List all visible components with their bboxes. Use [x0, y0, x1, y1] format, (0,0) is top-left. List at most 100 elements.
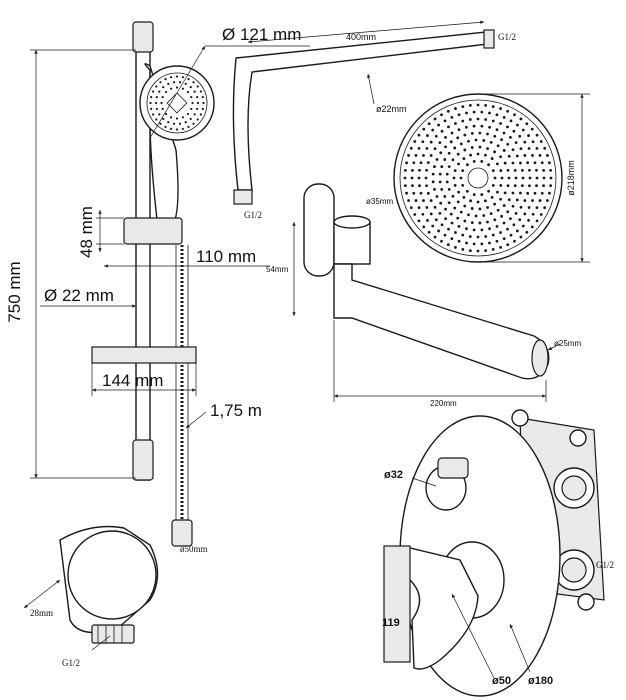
nozzle-dot — [201, 107, 204, 110]
nozzle-dot — [403, 176, 407, 180]
nozzle-dot — [523, 154, 527, 157]
nozzle-dot — [199, 90, 202, 93]
nozzle-dot — [484, 153, 487, 157]
nozzle-dot — [154, 101, 158, 105]
nozzle-dot — [506, 227, 509, 231]
nozzle-dot — [468, 235, 472, 238]
nozzle-dot — [506, 168, 510, 172]
nozzle-dot — [434, 218, 438, 222]
nozzle-dot — [160, 101, 163, 105]
nozzle-dot — [440, 187, 444, 191]
nozzle-dot — [465, 111, 468, 115]
nozzle-dot — [167, 82, 170, 85]
nozzle-dot — [451, 194, 455, 198]
nozzle-dot — [413, 213, 417, 216]
nozzle-dot — [450, 131, 454, 135]
nozzle-dot — [440, 113, 443, 117]
outlet-thread-label: G1/2 — [62, 658, 80, 668]
nozzle-dot — [431, 224, 435, 228]
plate-diameter-label: ø180 — [528, 675, 553, 687]
nozzle-dot — [158, 90, 161, 93]
nozzle-dot — [417, 206, 421, 210]
nozzle-dot — [472, 193, 476, 196]
nozzle-dot — [509, 119, 513, 123]
nozzle-dot — [444, 207, 447, 211]
nozzle-dot — [521, 176, 525, 180]
nozzle-dot — [502, 221, 506, 225]
nozzle-dot — [509, 135, 512, 139]
nozzle-dot — [480, 193, 484, 196]
nozzle-dot — [446, 109, 450, 113]
nozzle-dot — [427, 122, 431, 126]
nozzle-dot — [482, 139, 486, 142]
nozzle-dot — [507, 176, 511, 180]
nozzle-dot — [457, 225, 461, 228]
nozzle-dot — [453, 184, 457, 187]
nozzle-dot — [413, 140, 417, 143]
nozzle-dot — [454, 246, 457, 249]
nozzle-dot — [499, 231, 502, 234]
nozzle-dot — [548, 161, 551, 165]
nozzle-dot — [178, 81, 182, 84]
nozzle-dot — [429, 212, 433, 216]
nozzle-dot — [201, 96, 204, 99]
nozzle-dot — [456, 216, 460, 220]
nozzle-dot — [491, 183, 495, 187]
nozzle-dot — [539, 140, 543, 143]
nozzle-dot — [468, 249, 472, 253]
nozzle-dot — [484, 118, 488, 121]
nozzle-dot — [454, 231, 457, 234]
nozzle-dot — [521, 128, 525, 132]
total-height-label: 750 mm — [5, 261, 24, 322]
nozzle-dot — [417, 146, 421, 150]
outlet-depth-label: 28mm — [30, 608, 53, 618]
nozzle-dot — [155, 85, 158, 88]
dim-total-height: 750 mm — [5, 49, 136, 479]
dim-outlet-depth: 28mm — [23, 579, 61, 618]
nozzle-dot — [493, 202, 497, 206]
nozzle-dot — [478, 221, 482, 225]
nozzle-dot — [444, 145, 447, 149]
nozzle-dot — [482, 214, 486, 217]
nozzle-dot — [531, 212, 535, 216]
nozzle-dot — [495, 225, 499, 228]
nozzle-dot — [525, 230, 529, 234]
nozzle-dot — [417, 219, 421, 223]
nozzle-dot — [540, 161, 544, 165]
nozzle-dot — [489, 212, 493, 216]
nozzle-dot — [531, 140, 535, 144]
nozzle-dot — [527, 219, 530, 222]
nozzle-dot — [164, 125, 167, 128]
nozzle-dot — [535, 184, 538, 188]
nozzle-dot — [452, 176, 456, 180]
holder-offset-label: 110 mm — [196, 247, 256, 266]
nozzle-dot — [509, 217, 512, 221]
nozzle-dot — [443, 233, 447, 237]
nozzle-dot — [546, 154, 549, 157]
nozzle-dot — [469, 153, 472, 157]
nozzle-dot — [149, 101, 152, 105]
nozzle-dot — [469, 199, 472, 203]
nozzle-dot — [161, 107, 164, 111]
nozzle-dot — [453, 206, 457, 210]
nozzle-dot — [514, 141, 518, 145]
nozzle-dot — [519, 205, 523, 209]
nozzle-dot — [461, 105, 465, 108]
nozzle-dot — [152, 113, 155, 116]
nozzle-dot — [407, 154, 410, 157]
nozzle-dot — [526, 161, 530, 165]
nozzle-dot — [169, 87, 173, 90]
nozzle-dot — [170, 76, 173, 79]
nozzle-dot — [513, 184, 517, 188]
nozzle-dot — [426, 219, 429, 222]
nozzle-dot — [535, 219, 539, 223]
nozzle-dot — [175, 128, 179, 131]
nozzle-dot — [444, 217, 447, 221]
nozzle-dot — [549, 184, 553, 188]
nozzle-dot — [403, 184, 407, 188]
nozzle-dot — [499, 246, 502, 249]
nozzle-dot — [435, 195, 439, 198]
nozzle-dot — [472, 160, 476, 163]
nozzle-dot — [463, 148, 467, 152]
nozzle-dot — [434, 134, 438, 138]
